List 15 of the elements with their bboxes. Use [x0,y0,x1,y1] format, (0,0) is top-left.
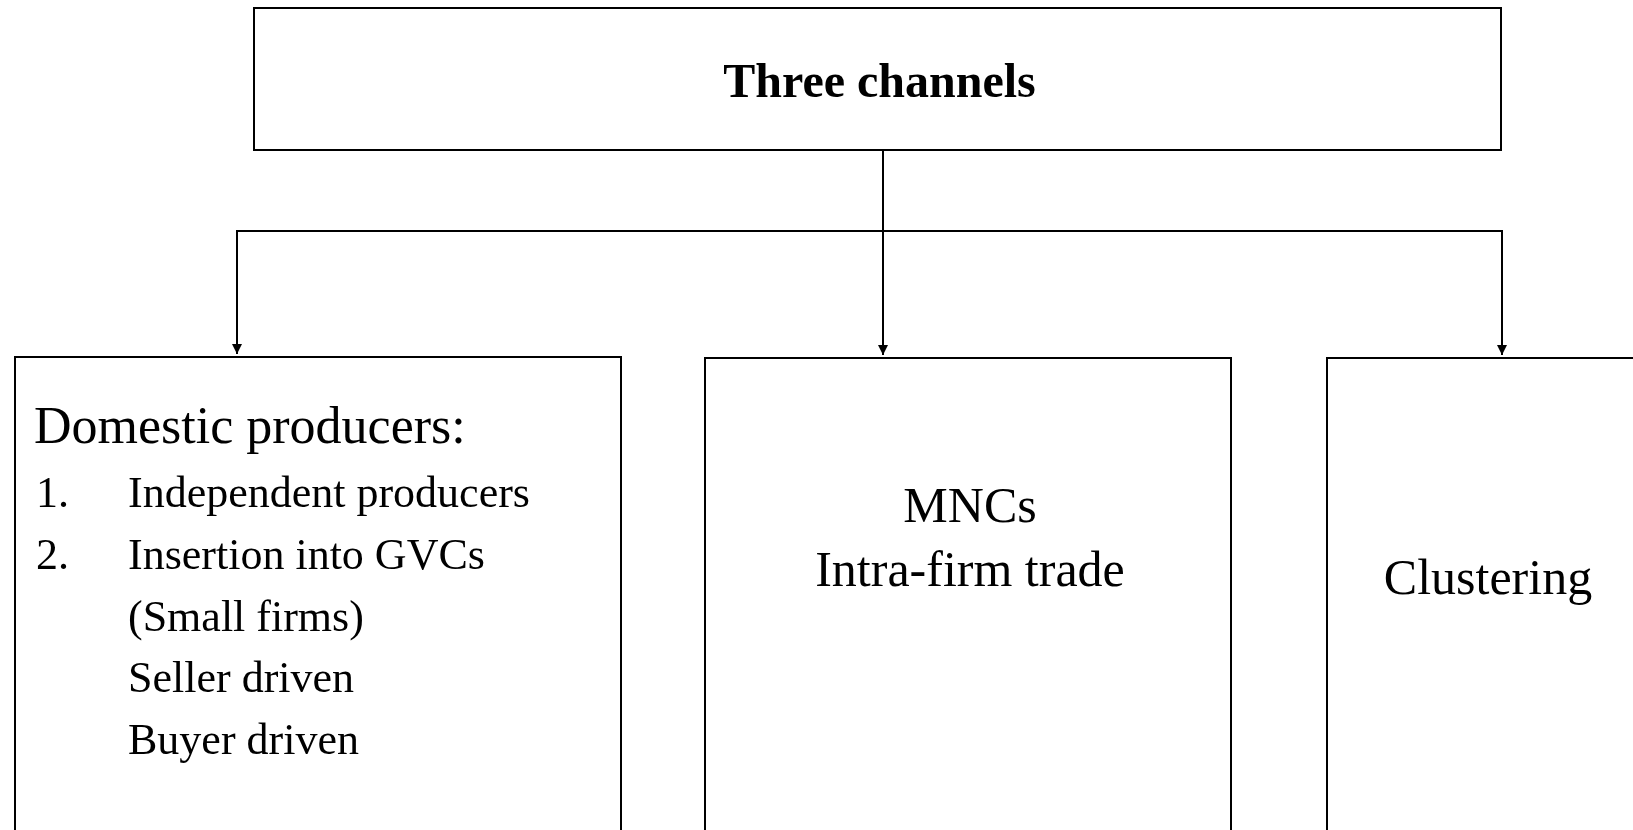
box-heading: Domestic producers: [34,397,467,455]
box-text: Independent producers [128,468,531,518]
channel-box [14,356,622,830]
list-number: 1. [36,468,70,518]
box-text: Insertion into GVCs (Small firms) [128,529,486,643]
title-box [253,7,1502,151]
channel-box [1326,357,1633,830]
title-text: Three channels [722,54,1037,108]
box-text: Intra-firm trade [814,541,1126,597]
box-text: Seller driven [128,653,356,703]
channel-box [704,357,1232,830]
box-text: Buyer driven [128,715,360,765]
box-heading: Clustering [1382,549,1594,605]
list-number: 2. [36,530,70,580]
box-heading: MNCs [902,477,1038,533]
